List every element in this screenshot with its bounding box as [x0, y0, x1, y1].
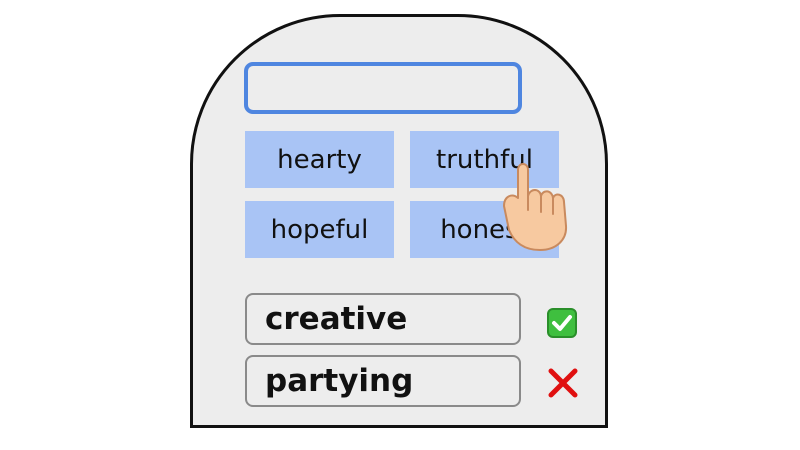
- word-tile-hearty[interactable]: hearty: [245, 131, 394, 188]
- answer-row-partying: partying: [245, 355, 521, 407]
- tap-hand-icon: [503, 163, 568, 251]
- answer-input[interactable]: [244, 62, 522, 114]
- word-tile-hopeful[interactable]: hopeful: [245, 201, 394, 258]
- word-tile-truthful[interactable]: truthful: [410, 131, 559, 188]
- answer-row-creative: creative: [245, 293, 521, 345]
- cross-mark-icon: [548, 368, 578, 398]
- check-mark-icon: [547, 308, 577, 338]
